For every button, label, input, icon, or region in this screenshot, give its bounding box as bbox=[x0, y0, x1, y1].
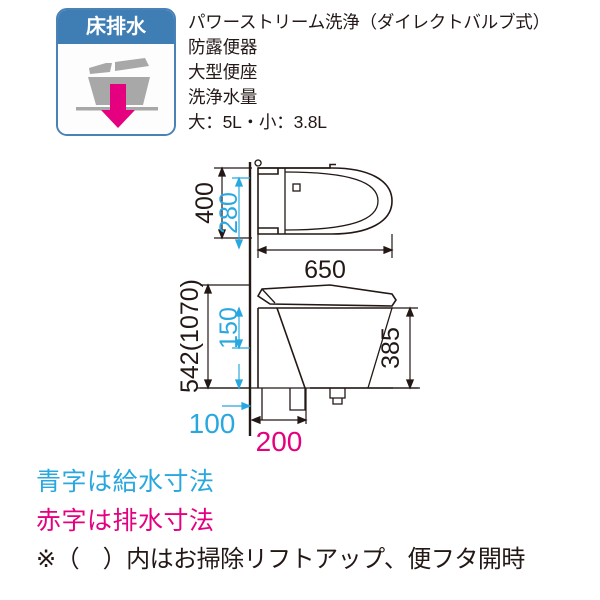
feature-item: 洗浄水量 bbox=[188, 87, 258, 107]
dim-depth-overall: 400 bbox=[191, 182, 219, 224]
legend-supply-dimension: 青字は給水寸法 bbox=[36, 468, 215, 496]
feature-item: パワーストリーム洗浄（ダイレクトバルブ式） bbox=[188, 12, 550, 32]
feature-item: 大型便座 bbox=[188, 62, 258, 82]
feature-list: パワーストリーム洗浄（ダイレクトバルブ式） 防露便器 大型便座 洗浄水量 大：5… bbox=[188, 10, 588, 135]
dim-height-overall: 542(1070) bbox=[176, 279, 204, 393]
toilet-floor-drain-icon bbox=[76, 58, 158, 128]
drain-badge-body bbox=[58, 44, 174, 134]
feature-item: 大：5L・小：3.8L bbox=[188, 112, 327, 132]
legend-area: 青字は給水寸法 赤字は排水寸法 ※（ ）内はお掃除リフトアップ、便フタ開時 bbox=[0, 462, 600, 600]
dim-offset-drain: 200 bbox=[256, 426, 303, 457]
legend-drain-dimension: 赤字は排水寸法 bbox=[36, 507, 215, 535]
dim-offset-supply: 100 bbox=[189, 408, 236, 439]
dim-height-bowl: 385 bbox=[377, 327, 405, 369]
drain-badge-title: 床排水 bbox=[86, 16, 146, 38]
drain-badge-header: 床排水 bbox=[58, 10, 174, 44]
legend-note: ※（ ）内はお掃除リフトアップ、便フタ開時 bbox=[36, 546, 525, 573]
toilet-lid-profile bbox=[256, 284, 397, 307]
header-area: 床排水 パワーストリーム洗浄（ダイレクトバルブ式） 防露便器 大型便座 洗浄水量… bbox=[0, 0, 600, 148]
dim-width-overall: 650 bbox=[304, 256, 346, 284]
toilet-plan-outline bbox=[257, 167, 393, 235]
technical-drawing: 400 280 650 bbox=[0, 148, 600, 460]
dim-height-supply: 150 bbox=[215, 307, 243, 349]
drain-type-badge: 床排水 bbox=[56, 8, 176, 136]
feature-item: 防露便器 bbox=[188, 37, 258, 57]
dim-depth-supply: 280 bbox=[215, 192, 243, 234]
